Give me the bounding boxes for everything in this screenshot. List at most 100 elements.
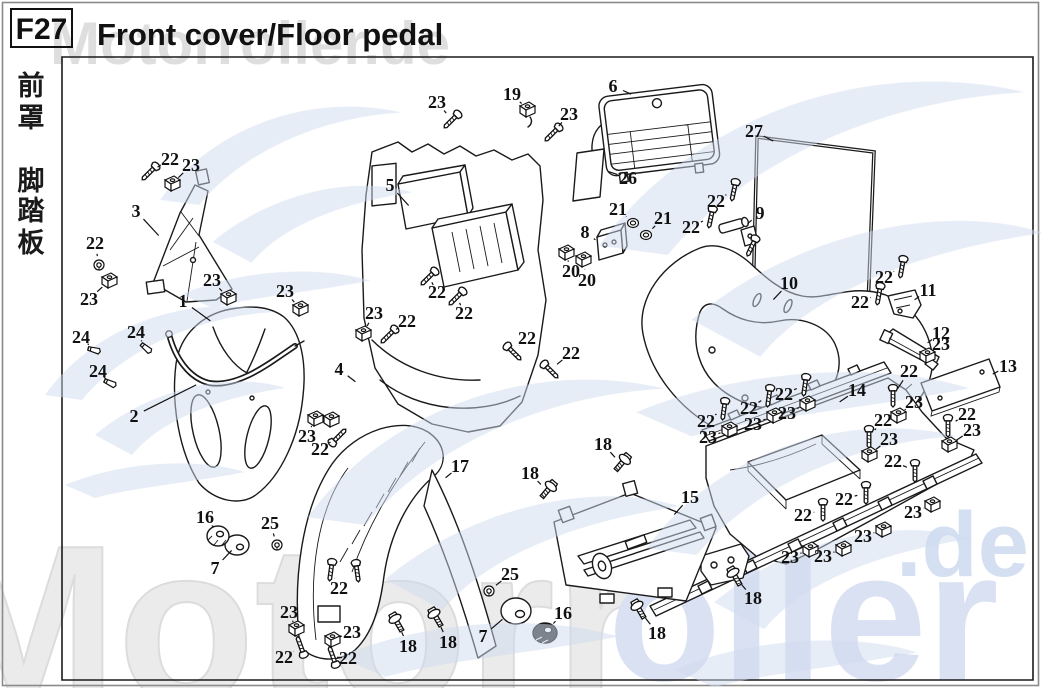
code-box <box>10 8 73 48</box>
callout-label-18: 18 <box>594 434 612 454</box>
callout-label-23: 23 <box>428 92 446 112</box>
callout-label-21: 21 <box>609 199 627 219</box>
callout-label-22: 22 <box>275 647 293 667</box>
callout-label-23: 23 <box>182 155 200 175</box>
leader-line <box>645 617 651 625</box>
leader-line <box>552 620 557 624</box>
callout-label-2: 2 <box>130 406 139 426</box>
part-7-round-caps <box>224 534 532 625</box>
part-11-bracket <box>887 289 922 319</box>
screw-icon <box>325 425 350 450</box>
leader-line <box>622 89 632 95</box>
callout-label-24: 24 <box>127 322 145 342</box>
cjk-char: 罩 <box>18 103 45 134</box>
callout-label-22: 22 <box>562 343 580 363</box>
callout-label-22: 22 <box>775 384 793 404</box>
callout-label-23: 23 <box>365 303 383 323</box>
leader-line <box>459 302 462 306</box>
washer-icon <box>639 229 653 241</box>
callout-label-1: 1 <box>179 291 188 311</box>
callout-label-18: 18 <box>648 623 666 643</box>
leader-line <box>854 494 858 497</box>
leader-line <box>443 110 447 114</box>
leader-line <box>177 172 184 179</box>
callout-label-20: 20 <box>578 270 596 290</box>
leader-line <box>874 428 877 431</box>
screw-icon <box>537 357 562 382</box>
callout-label-23: 23 <box>880 429 898 449</box>
leader-line <box>490 618 503 630</box>
callout-label-22: 22 <box>311 439 329 459</box>
leader-line <box>537 480 542 485</box>
callout-label-22: 22 <box>794 505 812 525</box>
callout-label-22: 22 <box>330 578 348 598</box>
leader-line <box>328 441 331 444</box>
callout-label-9: 9 <box>756 203 765 223</box>
clip-icon <box>101 272 118 289</box>
callout-label-16: 16 <box>554 603 572 623</box>
leader-line <box>191 306 211 322</box>
callout-label-22: 22 <box>875 267 893 287</box>
leader-line <box>718 432 721 435</box>
callout-label-13: 13 <box>999 356 1017 376</box>
callout-label-25: 25 <box>261 513 279 533</box>
leader-line <box>211 525 214 527</box>
leader-line <box>609 451 616 458</box>
leader-line <box>519 101 523 105</box>
bolt-icon <box>610 449 635 475</box>
leader-line <box>593 238 596 241</box>
leader-line <box>796 407 800 410</box>
callout-label-12: 12 <box>932 323 950 343</box>
leader-line <box>914 296 920 301</box>
leader-line <box>902 465 908 468</box>
leader-line <box>556 359 563 365</box>
callout-label-23: 23 <box>904 502 922 522</box>
callout-label-15: 15 <box>681 487 699 507</box>
cjk-char: 脚 <box>18 166 45 197</box>
leader-line <box>558 122 563 127</box>
callout-label-23: 23 <box>781 547 799 567</box>
leader-line <box>608 171 618 176</box>
callout-label-26: 26 <box>619 168 637 188</box>
washer-icon <box>626 217 640 229</box>
callout-label-22: 22 <box>884 451 902 471</box>
page-code: F27 <box>16 13 68 46</box>
callout-label-23: 23 <box>343 622 361 642</box>
callout-label-4: 4 <box>335 359 344 379</box>
callout-label-22: 22 <box>835 489 853 509</box>
leader-line <box>992 370 999 375</box>
callout-label-11: 11 <box>919 280 936 300</box>
leader-line <box>793 387 797 391</box>
leader-line <box>222 550 233 561</box>
watermark-top-text: Motorroller.de <box>50 10 450 77</box>
callout-label-22: 22 <box>874 410 892 430</box>
callout-label-3: 3 <box>132 201 141 221</box>
part-5-inner-cover <box>361 141 547 433</box>
callout-label-14: 14 <box>848 380 866 400</box>
leader-line <box>347 375 356 383</box>
leader-line <box>96 286 103 293</box>
clip-icon <box>323 411 340 428</box>
callout-label-20: 20 <box>562 261 580 281</box>
callout-label-5: 5 <box>386 175 395 195</box>
callout-label-22: 22 <box>851 292 869 312</box>
callout-label-27: 27 <box>745 121 763 141</box>
leader-line <box>651 225 656 230</box>
leader-line <box>340 635 343 638</box>
leader-line <box>143 218 160 236</box>
cjk-char: 前 <box>18 70 45 102</box>
callout-label-23: 23 <box>560 104 578 124</box>
callout-label-23: 23 <box>778 403 796 423</box>
callout-label-23: 23 <box>203 270 221 290</box>
callout-label-22: 22 <box>682 217 700 237</box>
callout-label-22: 22 <box>398 311 416 331</box>
callout-label-23: 23 <box>699 427 717 447</box>
callout-label-23: 23 <box>80 289 98 309</box>
callout-label-18: 18 <box>399 636 417 656</box>
leader-line <box>758 400 762 403</box>
leader-line <box>741 584 747 591</box>
callout-label-7: 7 <box>479 626 488 646</box>
callout-label-23: 23 <box>932 334 950 354</box>
leader-line <box>431 282 434 286</box>
